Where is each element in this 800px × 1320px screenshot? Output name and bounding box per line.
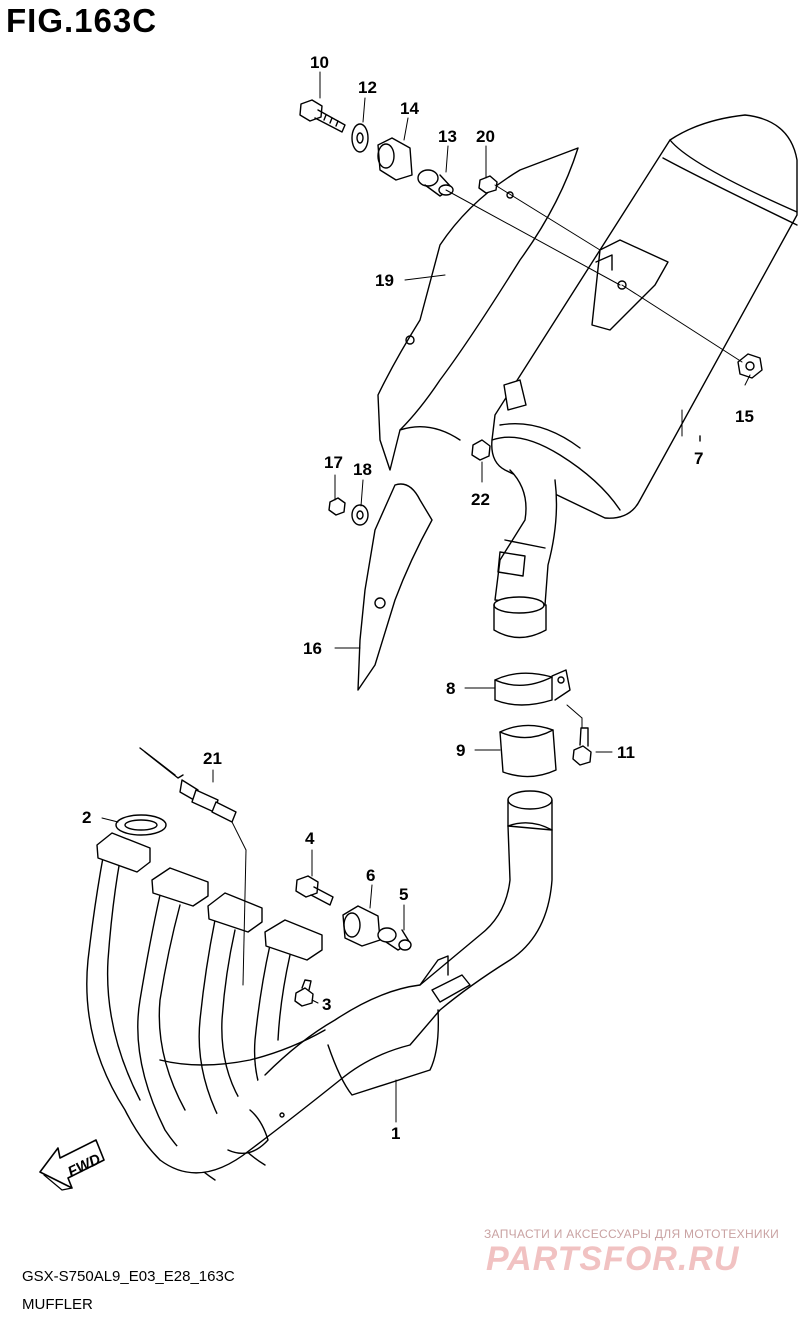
part-2-gasket[interactable]: [115, 814, 167, 836]
callout-5: 5: [399, 885, 408, 904]
part-8-clamp[interactable]: [494, 669, 571, 706]
figure-name: MUFFLER: [22, 1296, 93, 1313]
part-16-lower-cover[interactable]: [357, 483, 433, 691]
part-18-washer[interactable]: [351, 504, 369, 526]
part-1-exhaust-pipe[interactable]: [86, 790, 553, 1181]
part-19-upper-cover[interactable]: [377, 147, 579, 471]
part-21-o2-sensor[interactable]: [139, 747, 237, 823]
callout-2: 2: [82, 808, 91, 827]
part-9-gasket[interactable]: [499, 724, 557, 778]
watermark-tagline: ЗАПЧАСТИ И АКСЕССУАРЫ ДЛЯ МОТОТЕХНИКИ: [484, 1227, 780, 1241]
callout-3: 3: [322, 995, 331, 1014]
figure-code: GSX-S750AL9_E03_E28_163C: [22, 1268, 235, 1285]
callout-22: 22: [471, 490, 490, 509]
callout-11: 11: [617, 743, 635, 762]
part-10-bolt[interactable]: [299, 99, 346, 133]
callout-19: 19: [375, 271, 394, 290]
part-11-bolt[interactable]: [572, 727, 592, 766]
callout-10: 10: [310, 53, 329, 72]
callout-18: 18: [353, 460, 372, 479]
callout-15: 15: [735, 407, 754, 426]
part-6-grommet[interactable]: [342, 905, 381, 947]
callout-9: 9: [456, 741, 465, 760]
callout-16: 16: [303, 639, 322, 658]
watermark-logo: PARTSFOR.RU: [486, 1240, 740, 1278]
callout-7: 7: [694, 449, 703, 468]
part-15-nut[interactable]: [737, 353, 763, 379]
part-3-bolt[interactable]: [294, 979, 314, 1007]
callout-14: 14: [400, 99, 419, 118]
part-20-nut[interactable]: [478, 175, 498, 194]
part-5-collar[interactable]: [377, 927, 412, 951]
part-17-bolt[interactable]: [328, 497, 346, 516]
callout-6: 6: [366, 866, 375, 885]
callout-numbers: 10 12 14 13 20 19 15 7 17 18 22 16 8 9 1…: [82, 53, 754, 1143]
part-4-bolt[interactable]: [295, 875, 334, 906]
callout-12: 12: [358, 78, 377, 97]
callout-20: 20: [476, 127, 495, 146]
part-12-washer[interactable]: [351, 123, 369, 153]
forward-direction-arrow: FWD: [39, 1139, 105, 1191]
part-7-silencer[interactable]: [491, 114, 798, 639]
callout-8: 8: [446, 679, 455, 698]
callout-4: 4: [305, 829, 315, 848]
leader-lines: [101, 71, 751, 1123]
callout-13: 13: [438, 127, 457, 146]
figure-title: FIG.163C: [6, 2, 158, 39]
part-14-grommet[interactable]: [377, 137, 413, 181]
callout-21: 21: [203, 749, 222, 768]
callout-17: 17: [324, 453, 343, 472]
part-22-nut[interactable]: [471, 439, 491, 461]
part-13-collar[interactable]: [417, 169, 454, 197]
callout-1: 1: [391, 1124, 400, 1143]
